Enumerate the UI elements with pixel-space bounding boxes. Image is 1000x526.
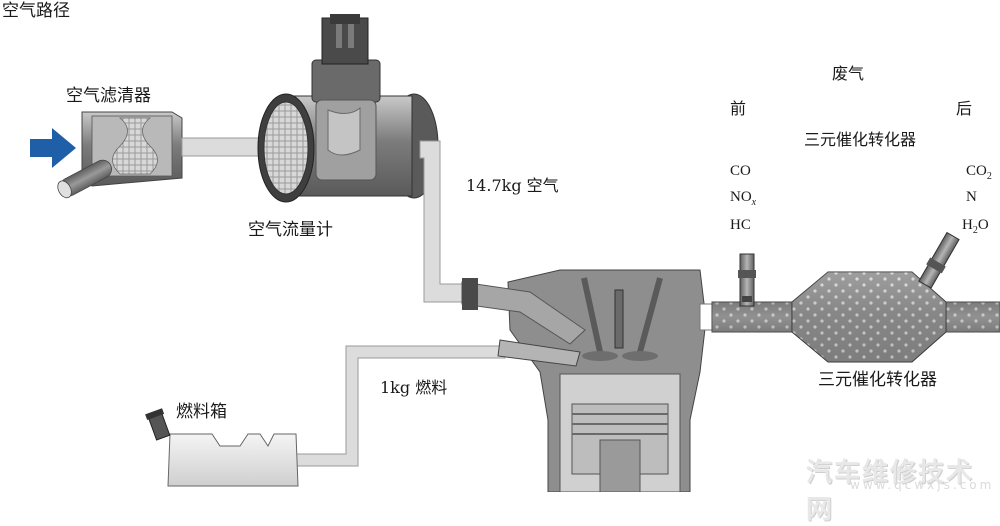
- oxygen-sensor-front: [738, 253, 756, 307]
- fuel-tank: [145, 408, 299, 487]
- gas-after-co2: CO2: [966, 163, 992, 182]
- catalyst-label-top: 三元催化转化器: [804, 130, 917, 149]
- after-label: 后: [956, 99, 973, 118]
- exhaust-pipe-white: [699, 303, 713, 331]
- air-mass-label: 14.7kg 空气: [466, 176, 559, 195]
- exhaust-label: 废气: [832, 64, 865, 83]
- gas-after-h2o: H2O: [962, 217, 989, 236]
- gas-after-n: N: [966, 189, 977, 205]
- air-filter-label: 空气滤清器: [66, 86, 151, 106]
- gas-before-co: CO: [730, 163, 751, 179]
- engine-cylinder: [461, 269, 707, 493]
- intake-pipe-lower: [419, 140, 463, 303]
- catalyst-label-bottom: 三元催化转化器: [818, 370, 937, 390]
- air-flow-meter: [257, 14, 439, 203]
- gas-before-nox: NOx: [730, 189, 757, 208]
- catalytic-converter: [791, 271, 947, 363]
- before-label: 前: [730, 99, 747, 118]
- air-flow-meter-label: 空气流量计: [248, 220, 333, 240]
- fuel-tank-label: 燃料箱: [176, 402, 227, 422]
- intake-arrow-icon: [30, 128, 76, 168]
- diagram-artwork: [30, 14, 1000, 493]
- fuel-mass-label: 1kg 燃料: [380, 378, 448, 397]
- diagram-title: 空气路径: [2, 1, 70, 21]
- watermark-url: www.qcwxjs.com: [850, 478, 995, 492]
- air-filter: [57, 111, 183, 199]
- fuel-line: [295, 345, 506, 467]
- oxygen-sensor-rear: [918, 231, 960, 289]
- gas-before-hc: HC: [730, 217, 751, 233]
- intake-pipe-upper: [181, 137, 271, 157]
